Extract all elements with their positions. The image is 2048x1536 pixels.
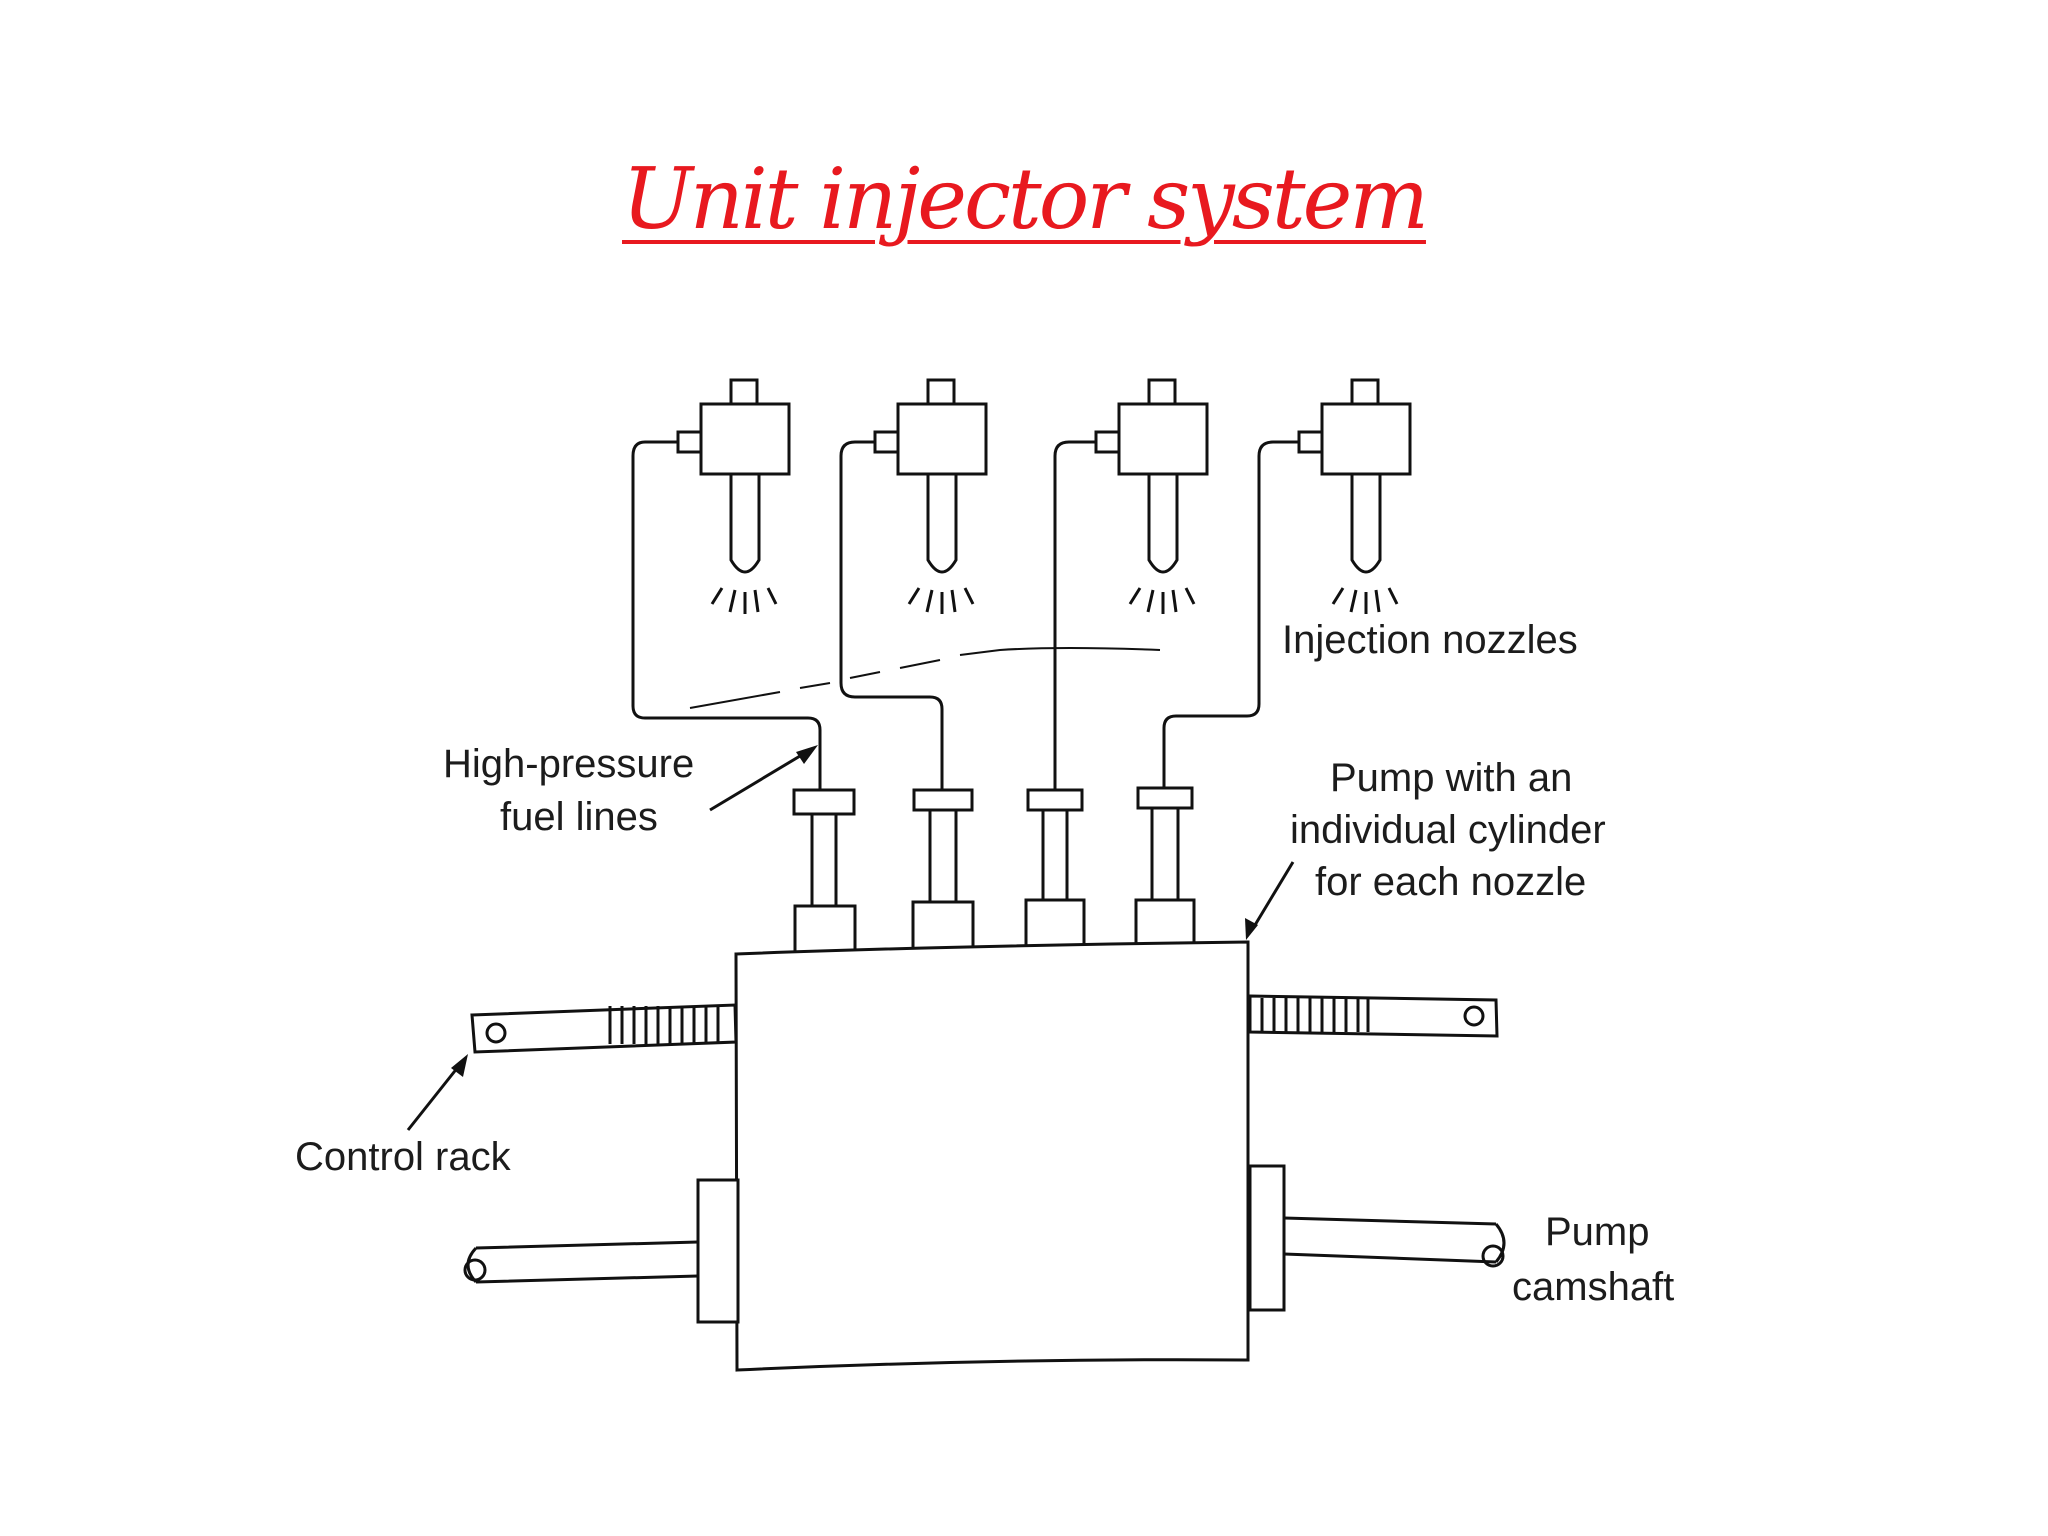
pump-body [734,940,1250,1372]
pump-cylinder-1 [792,788,857,954]
pointer-arrows [406,745,1295,1131]
pump-cylinder-4 [1134,786,1196,950]
label-camshaft: camshaft [1512,1265,1674,1309]
fuel-lines [631,440,1299,790]
pump-camshaft [463,1164,1506,1324]
control-rack [470,994,1499,1054]
label-pump-line2: individual cylinder [1290,808,1606,852]
pump-cylinder-2 [911,788,975,952]
label-high-pressure: High-pressure [443,742,694,786]
page-title: Unit injector system [622,150,1429,248]
label-pump-line3: for each nozzle [1315,860,1586,904]
label-pump: Pump [1545,1210,1650,1254]
label-control-rack: Control rack [295,1135,512,1179]
injection-nozzle-4 [1297,378,1412,614]
label-fuel-lines: fuel lines [500,795,658,839]
label-injection-nozzles: Injection nozzles [1282,618,1578,662]
label-pump-line1: Pump with an [1330,756,1572,800]
pump-cylinders [792,786,1196,954]
injection-nozzle-2 [873,378,988,614]
injection-nozzle-3 [1094,378,1209,614]
pump-cylinder-3 [1024,788,1086,952]
injection-nozzle-1 [676,378,791,614]
